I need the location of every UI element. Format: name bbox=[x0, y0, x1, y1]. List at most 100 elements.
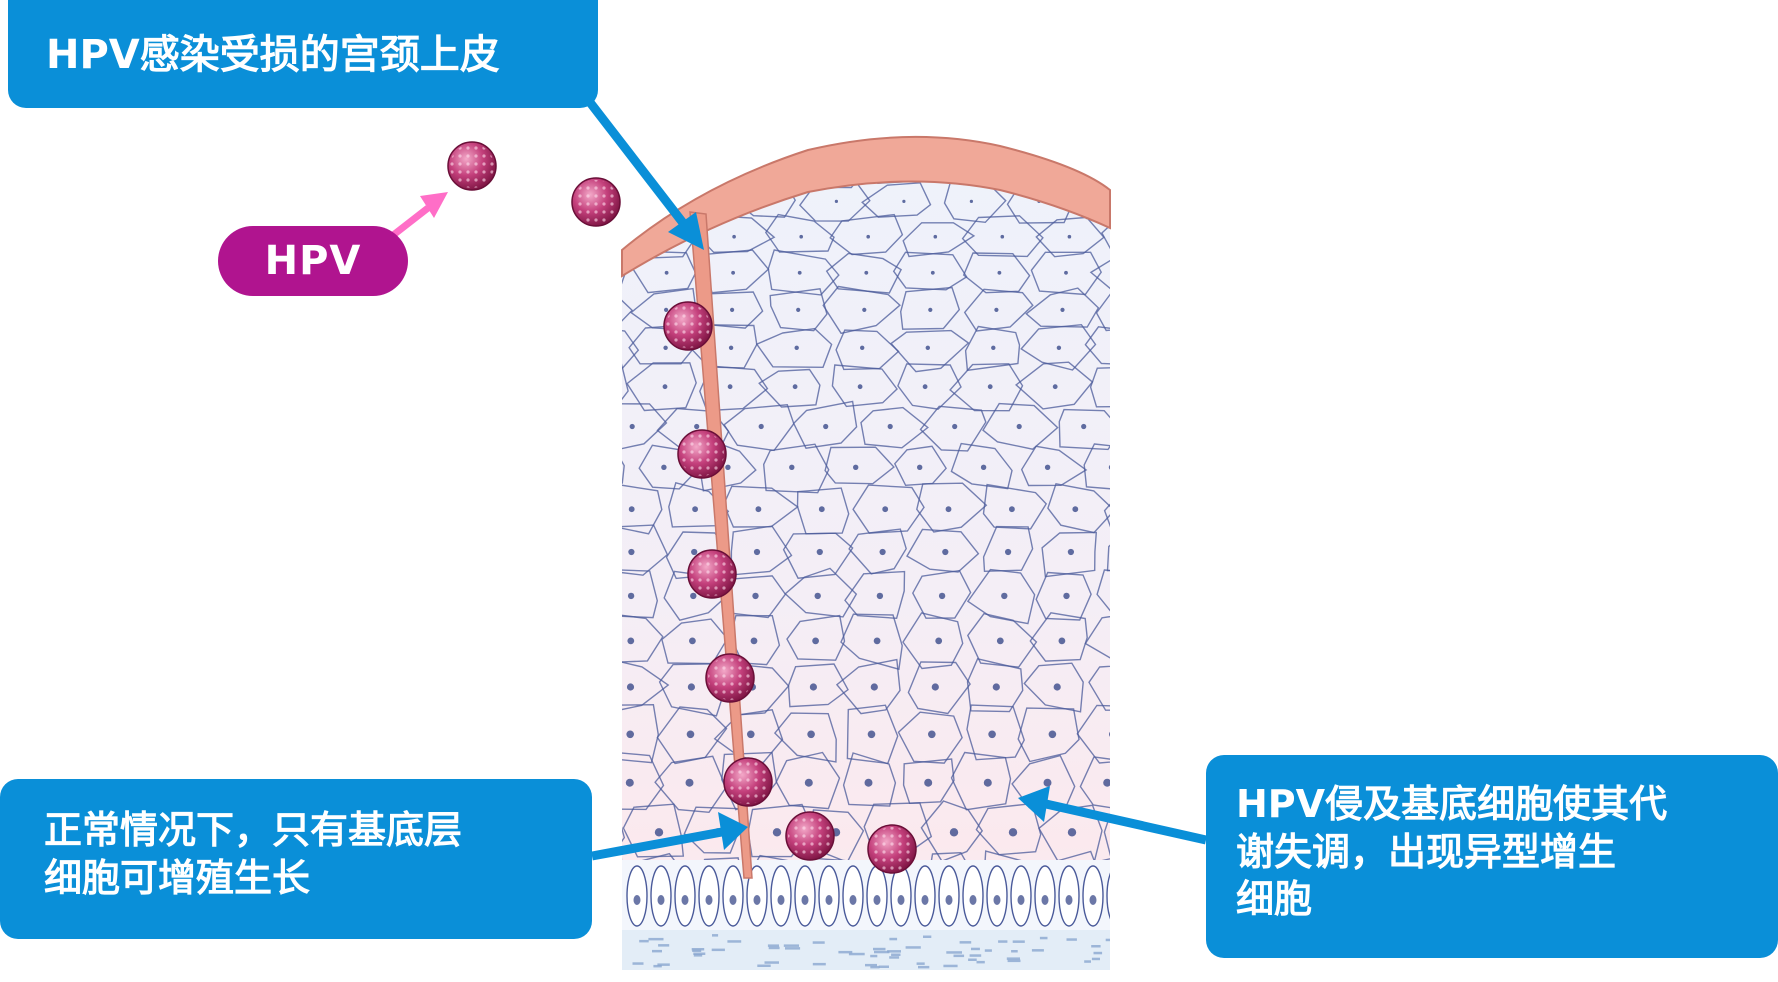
epithelial-cell bbox=[769, 288, 828, 332]
cell-nucleus bbox=[758, 423, 764, 430]
cell-nucleus bbox=[945, 506, 952, 513]
cell-nucleus bbox=[629, 423, 635, 430]
epithelial-cell bbox=[982, 483, 1048, 530]
cell-nucleus bbox=[689, 637, 696, 645]
cell-nucleus bbox=[996, 637, 1004, 645]
hpv-virus bbox=[447, 141, 497, 191]
epithelial-cell bbox=[699, 365, 769, 412]
epithelial-cell bbox=[674, 145, 740, 185]
cell-nucleus bbox=[598, 384, 603, 389]
callout-normal-basal-line1: 正常情况下，只有基底层 bbox=[44, 808, 463, 852]
cell-nucleus bbox=[796, 307, 801, 312]
cell-nucleus bbox=[661, 464, 667, 470]
arrow-left-callout bbox=[591, 812, 748, 861]
cell-nucleus bbox=[933, 234, 938, 239]
epithelial-cell bbox=[784, 567, 858, 618]
epithelial-cell bbox=[831, 364, 898, 408]
hpv-virus bbox=[687, 549, 737, 599]
epithelial-cell bbox=[767, 249, 840, 296]
callout-damaged-epithelium-text: HPV感染受损的宫颈上皮 bbox=[46, 32, 500, 78]
epithelial-cell bbox=[825, 252, 903, 294]
cell-nucleus bbox=[725, 464, 731, 470]
cell-nucleus bbox=[922, 384, 928, 390]
epithelial-cell bbox=[1095, 285, 1110, 332]
cell-nucleus bbox=[1048, 730, 1057, 739]
cell-nucleus bbox=[818, 506, 825, 513]
epithelial-cell bbox=[840, 613, 903, 671]
cell-nucleus bbox=[1081, 423, 1087, 430]
cell-nucleus bbox=[1146, 424, 1151, 429]
epithelial-cell bbox=[1089, 366, 1110, 408]
epithelial-cell bbox=[961, 215, 1044, 258]
cell-nucleus bbox=[994, 307, 999, 312]
epithelial-cell bbox=[1112, 402, 1173, 451]
cell-nucleus bbox=[625, 778, 634, 787]
epithelial-cell bbox=[860, 406, 929, 449]
hpv-virus bbox=[705, 653, 755, 703]
cell-nucleus bbox=[935, 637, 943, 645]
epithelial-cell bbox=[861, 182, 932, 218]
cell-nucleus bbox=[992, 683, 1000, 691]
hpv-virus bbox=[867, 824, 917, 874]
epithelial-cell bbox=[907, 661, 971, 715]
epithelial-cell bbox=[796, 487, 850, 535]
cell-nucleus bbox=[931, 683, 939, 691]
cell-nucleus bbox=[882, 506, 889, 513]
cell-nucleus bbox=[663, 345, 668, 350]
cell-nucleus bbox=[1122, 346, 1126, 350]
callout-hpv-basal-line1: HPV侵及基底细胞使其代 bbox=[1236, 782, 1668, 826]
cell-nucleus bbox=[983, 778, 992, 787]
stroma bbox=[632, 934, 1110, 969]
epithelial-cell bbox=[622, 569, 659, 619]
cell-nucleus bbox=[794, 345, 799, 350]
epithelium-surface-layer bbox=[621, 135, 1111, 278]
cell-nucleus bbox=[930, 270, 935, 275]
cell-nucleus bbox=[1136, 506, 1142, 512]
epithelial-cell bbox=[949, 363, 1024, 412]
epithelial-cell bbox=[1084, 611, 1110, 663]
epithelial-cell bbox=[906, 528, 980, 573]
cell-nucleus bbox=[809, 683, 818, 691]
epithelial-cell bbox=[622, 403, 668, 453]
cell-nucleus bbox=[1060, 307, 1065, 312]
epithelial-cell bbox=[755, 327, 833, 369]
epithelial-cell bbox=[773, 712, 837, 763]
epithelial-cell bbox=[829, 213, 904, 256]
epithelial-cell bbox=[1103, 800, 1110, 863]
cell-nucleus bbox=[598, 271, 602, 275]
cell-nucleus bbox=[747, 730, 755, 739]
cell-nucleus bbox=[1064, 270, 1068, 275]
epithelial-cell bbox=[764, 213, 835, 253]
epithelial-cell bbox=[622, 613, 664, 664]
cell-nucleus bbox=[789, 464, 795, 470]
callout-hpv-basal-invasion: HPV侵及基底细胞使其代 谢失调，出现异型增生 细胞 bbox=[1206, 755, 1778, 958]
cell-nucleus bbox=[876, 592, 884, 600]
cell-nucleus bbox=[862, 307, 867, 312]
epithelial-cell bbox=[902, 222, 976, 258]
cell-nucleus bbox=[632, 199, 636, 203]
hpv-virus bbox=[571, 177, 621, 227]
cell-nucleus bbox=[853, 464, 859, 470]
epithelial-cell bbox=[775, 751, 841, 810]
epithelial-cell bbox=[1083, 443, 1110, 492]
epithelial-cell bbox=[916, 482, 988, 533]
epithelial-cell bbox=[1023, 662, 1084, 713]
epithelial-cell bbox=[1058, 408, 1110, 451]
cell-nucleus bbox=[924, 778, 933, 787]
epithelial-cell bbox=[654, 755, 727, 814]
epithelial-cell bbox=[1089, 255, 1110, 290]
cell-nucleus bbox=[654, 828, 664, 837]
cell-nucleus bbox=[664, 270, 669, 275]
cell-nucleus bbox=[1001, 592, 1008, 600]
cell-nucleus bbox=[887, 423, 893, 430]
callout-normal-basal: 正常情况下，只有基底层 细胞可增殖生长 bbox=[0, 779, 592, 939]
cell-nucleus bbox=[1108, 464, 1110, 470]
cell-nucleus bbox=[834, 199, 839, 203]
cell-nucleus bbox=[867, 730, 876, 739]
cell-nucleus bbox=[1131, 549, 1137, 555]
arrow-right-callout bbox=[1018, 786, 1207, 845]
cell-nucleus bbox=[700, 165, 704, 169]
epithelial-cell bbox=[1106, 533, 1110, 572]
cell-nucleus bbox=[727, 384, 733, 390]
